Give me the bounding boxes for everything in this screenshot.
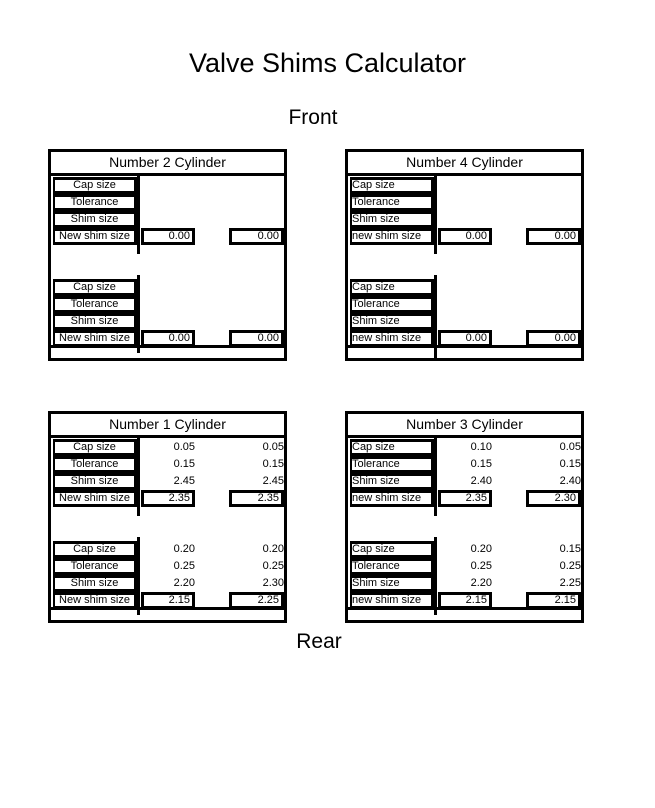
tolerance-label: Tolerance bbox=[350, 558, 434, 575]
cylinder-title: Number 1 Cylinder bbox=[51, 414, 284, 438]
new-shim-value-2[interactable]: 0.00 bbox=[526, 228, 581, 245]
shim-size-label: Shim size bbox=[350, 473, 434, 490]
measurement-group: Cap size 0.20 0.20 Tolerance 0.25 0.25 S… bbox=[51, 541, 284, 611]
tolerance-label: Tolerance bbox=[53, 296, 137, 313]
new-shim-size-label: new shim size bbox=[350, 228, 434, 245]
cylinder-title: Number 2 Cylinder bbox=[51, 152, 284, 176]
tolerance-value-2[interactable]: 0.15 bbox=[262, 458, 284, 470]
tolerance-value-2[interactable]: 0.15 bbox=[559, 458, 581, 470]
tolerance-value-1[interactable]: 0.15 bbox=[173, 458, 195, 470]
shim-size-label: Shim size bbox=[350, 313, 434, 330]
cap-size-value-2[interactable]: 0.15 bbox=[559, 543, 581, 555]
cylinder-3-panel: Number 3 Cylinder Cap size 0.10 0.05 Tol… bbox=[345, 411, 584, 623]
cap-size-label: Cap size bbox=[53, 177, 137, 194]
new-shim-size-label: New shim size bbox=[53, 490, 137, 507]
tolerance-label: Tolerance bbox=[350, 456, 434, 473]
shim-size-label: Shim size bbox=[53, 211, 137, 228]
measurement-group: Cap size Tolerance Shim size New shim si… bbox=[51, 177, 284, 247]
new-shim-size-label: New shim size bbox=[53, 228, 137, 245]
shim-size-value-2[interactable]: 2.30 bbox=[262, 577, 284, 589]
cap-size-label: Cap size bbox=[53, 541, 137, 558]
tolerance-label: Tolerance bbox=[53, 456, 137, 473]
new-shim-value-2[interactable]: 2.35 bbox=[229, 490, 284, 507]
cap-size-value-1[interactable]: 0.20 bbox=[173, 543, 195, 555]
cylinder-title: Number 4 Cylinder bbox=[348, 152, 581, 176]
cap-size-value-2[interactable]: 0.05 bbox=[559, 441, 581, 453]
shim-size-value-2[interactable]: 2.25 bbox=[559, 577, 581, 589]
shim-size-label: Shim size bbox=[350, 211, 434, 228]
tolerance-value-1[interactable]: 0.15 bbox=[470, 458, 492, 470]
cylinder-4-panel: Number 4 Cylinder Cap size Tolerance Shi… bbox=[345, 149, 584, 361]
shim-size-value-1[interactable]: 2.40 bbox=[470, 475, 492, 487]
cap-size-label: Cap size bbox=[53, 439, 137, 456]
new-shim-value-2[interactable]: 2.30 bbox=[526, 490, 581, 507]
tolerance-value-2[interactable]: 0.25 bbox=[262, 560, 284, 572]
shim-size-value-1[interactable]: 2.45 bbox=[173, 475, 195, 487]
shim-size-value-2[interactable]: 2.45 bbox=[262, 475, 284, 487]
new-shim-value-1[interactable]: 0.00 bbox=[141, 228, 195, 245]
new-shim-size-label: new shim size bbox=[350, 490, 434, 507]
shim-size-label: Shim size bbox=[53, 575, 137, 592]
tolerance-value-1[interactable]: 0.25 bbox=[173, 560, 195, 572]
tolerance-label: Tolerance bbox=[53, 558, 137, 575]
tolerance-value-2[interactable]: 0.25 bbox=[559, 560, 581, 572]
cylinder-2-panel: Number 2 Cylinder Cap size Tolerance Shi… bbox=[48, 149, 287, 361]
cap-size-value-1[interactable]: 0.20 bbox=[470, 543, 492, 555]
front-label: Front bbox=[288, 106, 338, 129]
measurement-group: Cap size Tolerance Shim size new shim si… bbox=[348, 279, 581, 349]
tolerance-value-1[interactable]: 0.25 bbox=[470, 560, 492, 572]
measurement-group: Cap size Tolerance Shim size new shim si… bbox=[348, 177, 581, 247]
shim-size-label: Shim size bbox=[53, 473, 137, 490]
cap-size-value-1[interactable]: 0.10 bbox=[470, 441, 492, 453]
tolerance-label: Tolerance bbox=[53, 194, 137, 211]
cylinder-title: Number 3 Cylinder bbox=[348, 414, 581, 438]
shim-size-value-1[interactable]: 2.20 bbox=[470, 577, 492, 589]
measurement-group: Cap size Tolerance Shim size New shim si… bbox=[51, 279, 284, 349]
tolerance-label: Tolerance bbox=[350, 194, 434, 211]
shim-size-label: Shim size bbox=[350, 575, 434, 592]
measurement-group: Cap size 0.10 0.05 Tolerance 0.15 0.15 S… bbox=[348, 439, 581, 509]
rear-label: Rear bbox=[296, 630, 342, 653]
cap-size-label: Cap size bbox=[350, 439, 434, 456]
cap-size-value-1[interactable]: 0.05 bbox=[173, 441, 195, 453]
cap-size-label: Cap size bbox=[350, 279, 434, 296]
cap-size-value-2[interactable]: 0.20 bbox=[262, 543, 284, 555]
cylinder-1-panel: Number 1 Cylinder Cap size 0.05 0.05 Tol… bbox=[48, 411, 287, 623]
new-shim-value-1[interactable]: 0.00 bbox=[438, 228, 492, 245]
new-shim-value-2[interactable]: 0.00 bbox=[229, 228, 284, 245]
tolerance-label: Tolerance bbox=[350, 296, 434, 313]
shim-size-label: Shim size bbox=[53, 313, 137, 330]
shim-size-value-2[interactable]: 2.40 bbox=[559, 475, 581, 487]
cap-size-label: Cap size bbox=[53, 279, 137, 296]
measurement-group: Cap size 0.20 0.15 Tolerance 0.25 0.25 S… bbox=[348, 541, 581, 611]
new-shim-value-1[interactable]: 2.35 bbox=[438, 490, 492, 507]
shim-size-value-1[interactable]: 2.20 bbox=[173, 577, 195, 589]
measurement-group: Cap size 0.05 0.05 Tolerance 0.15 0.15 S… bbox=[51, 439, 284, 509]
cap-size-label: Cap size bbox=[350, 177, 434, 194]
page-title: Valve Shims Calculator bbox=[188, 48, 467, 78]
cap-size-label: Cap size bbox=[350, 541, 434, 558]
cap-size-value-2[interactable]: 0.05 bbox=[262, 441, 284, 453]
new-shim-value-1[interactable]: 2.35 bbox=[141, 490, 195, 507]
